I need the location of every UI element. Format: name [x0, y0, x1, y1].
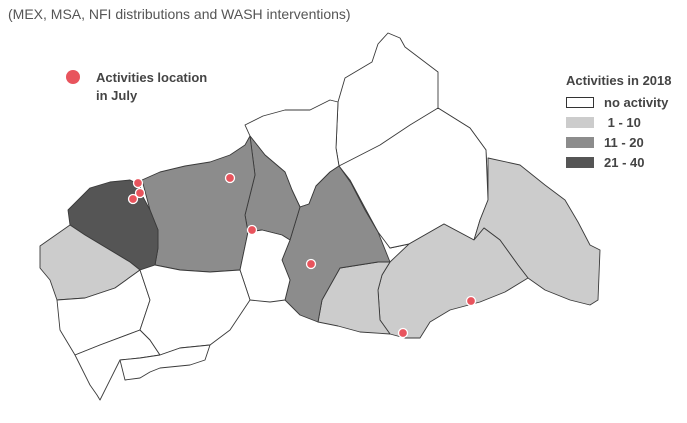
legend-row-no-activity: no activity — [566, 92, 672, 112]
activity-marker — [397, 327, 409, 339]
legend-row-1-10: 1 - 10 — [566, 112, 672, 132]
activity-markers — [127, 172, 477, 339]
legend-row-21-40: 21 - 40 — [566, 152, 672, 172]
activity-marker — [134, 187, 146, 199]
activity-marker — [132, 177, 144, 189]
region-south-lower — [119, 344, 211, 381]
legend-label: 21 - 40 — [604, 154, 645, 170]
activity-marker — [246, 224, 258, 236]
legend-swatch — [566, 116, 594, 128]
legend-label: 1 - 10 — [604, 114, 641, 130]
marker-legend-line-1: Activities location — [96, 70, 208, 85]
region-south-mid — [139, 264, 251, 356]
legend-label: no activity — [604, 94, 669, 110]
legend-swatch — [566, 96, 594, 108]
legend-row-11-20: 11 - 20 — [566, 132, 672, 152]
category-legend-title: Activities in 2018 — [566, 73, 672, 88]
legend-swatch — [566, 156, 594, 168]
marker-legend-label: Activities location in July — [96, 69, 236, 105]
activity-marker — [465, 295, 477, 307]
region-center-west — [141, 135, 256, 273]
map-subtitle: (MEX, MSA, NFI distributions and WASH in… — [8, 6, 351, 22]
activity-marker — [305, 258, 317, 270]
legend-swatch — [566, 136, 594, 148]
marker-legend-line-2: in July — [96, 88, 138, 103]
legend-label: 11 - 20 — [604, 134, 644, 150]
category-legend: Activities in 2018 no activity 1 - 10 11… — [566, 73, 672, 172]
marker-legend-dot — [66, 70, 80, 84]
activity-marker — [127, 193, 139, 205]
activity-marker — [224, 172, 236, 184]
